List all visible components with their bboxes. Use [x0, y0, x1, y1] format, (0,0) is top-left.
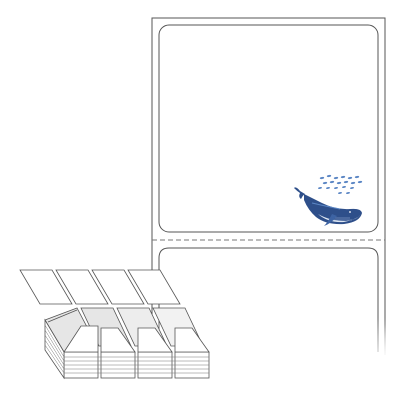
whale-icon	[294, 187, 362, 226]
next-label-outline	[158, 247, 379, 352]
fanfold-stack	[19, 269, 210, 380]
stack-sheet-lines	[44, 324, 209, 374]
next-label	[158, 247, 379, 352]
liner-outline	[151, 17, 386, 355]
fish-school-icon	[318, 174, 363, 194]
whale-artwork	[294, 174, 363, 226]
fanfold-top-layer	[19, 269, 181, 305]
top-label-outline	[158, 24, 379, 233]
top-label	[158, 24, 379, 233]
fanfold-stack-block	[44, 318, 210, 380]
